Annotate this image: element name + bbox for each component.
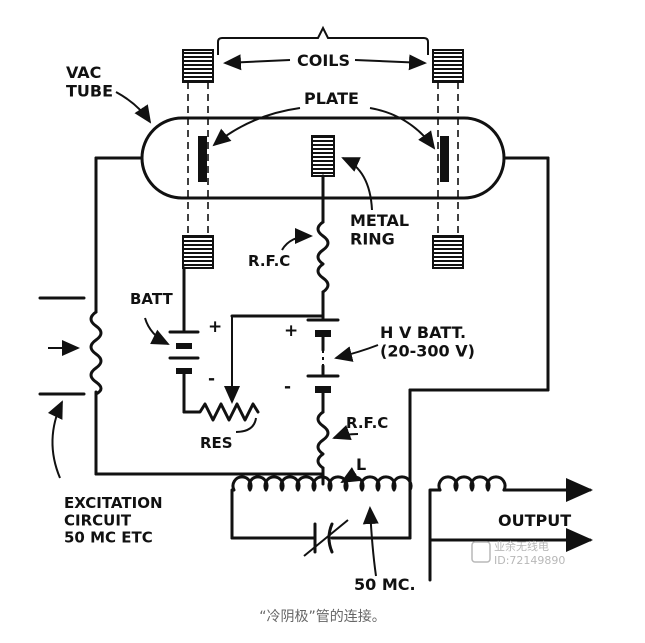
tank-coil-l: [231, 467, 413, 492]
coil-top-right: [432, 49, 464, 83]
label-output: OUTPUT: [498, 511, 571, 530]
variable-capacitor: [230, 488, 412, 577]
coil-bottom-right: [432, 235, 464, 269]
watermark-line2: ID:72149890: [494, 554, 565, 567]
coil-blocks: [182, 49, 464, 269]
coil-axis-lines: [187, 82, 459, 236]
label-res: RES: [200, 434, 233, 452]
output-coil: [428, 475, 593, 582]
plate-right: [440, 136, 449, 182]
label-freq: 50 MC.: [354, 575, 416, 594]
label-coils: COILS: [297, 51, 350, 70]
plate-left: [198, 136, 207, 182]
label-hv-minus: -: [284, 377, 291, 397]
label-plate: PLATE: [304, 89, 359, 108]
label-rfc-top: R.F.C: [248, 252, 290, 270]
resistor: [182, 316, 260, 433]
label-batt-minus: -: [208, 369, 215, 389]
label-hv-plus: +: [284, 321, 298, 341]
coil-bottom-left: [182, 235, 214, 269]
excitation-coil: [38, 296, 103, 479]
grid-battery: [144, 266, 200, 414]
coils-bracket: [217, 25, 429, 71]
hv-battery: [306, 318, 379, 414]
label-batt-plus: +: [208, 317, 222, 337]
rfc-top-coil: [281, 174, 330, 320]
watermark-logo: [471, 541, 491, 563]
watermark-line1: 业余无线电: [494, 539, 549, 553]
label-batt: BATT: [130, 290, 173, 308]
plates: [198, 107, 449, 182]
label-rfc-bottom: R.F.C: [346, 414, 388, 432]
coil-top-left: [182, 49, 214, 83]
circuit-wiring: [94, 156, 550, 492]
label-hv-batt: H V BATT.(20-300 V): [380, 323, 475, 360]
label-l: L: [356, 455, 366, 474]
figure-caption: “冷阴极”管的连接。: [259, 609, 386, 625]
watermark: 业余无线电 ID:72149890: [471, 539, 565, 567]
metal-ring: [311, 135, 373, 211]
